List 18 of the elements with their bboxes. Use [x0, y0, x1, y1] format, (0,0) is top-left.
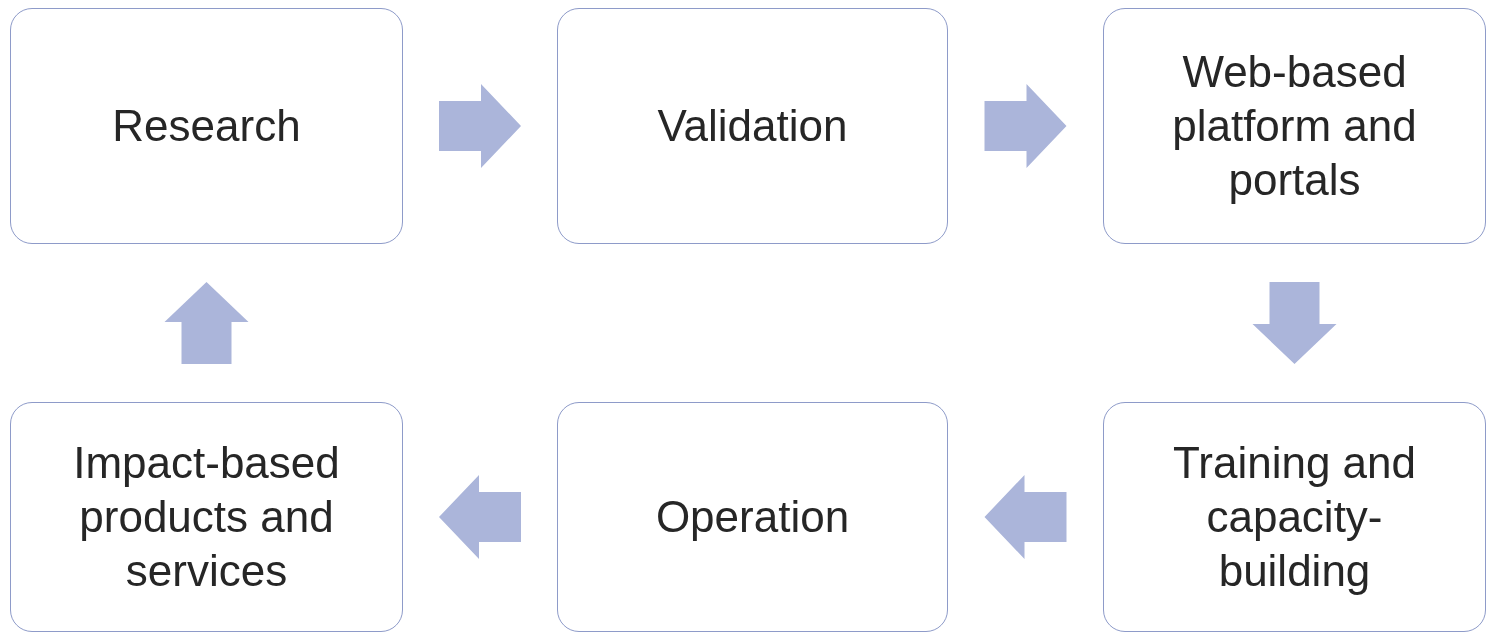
process-box [557, 8, 948, 244]
block-arrow [984, 84, 1067, 168]
box-label: Validation [657, 100, 848, 153]
box-label: Impact-based products and services [72, 437, 341, 597]
box-label: Operation [655, 491, 850, 544]
block-arrow [984, 475, 1067, 559]
block-arrow [1252, 282, 1337, 364]
process-box [10, 8, 403, 244]
block-arrow [164, 282, 249, 364]
process-box [1103, 8, 1486, 244]
block-arrow [439, 475, 521, 559]
process-box [10, 402, 403, 632]
block-arrow [439, 84, 521, 168]
box-label: Research [112, 100, 301, 153]
process-box [557, 402, 948, 632]
process-box [1103, 402, 1486, 632]
box-label: Web-based platform and portals [1171, 46, 1418, 206]
box-label: Training and capacity-building [1172, 437, 1417, 597]
